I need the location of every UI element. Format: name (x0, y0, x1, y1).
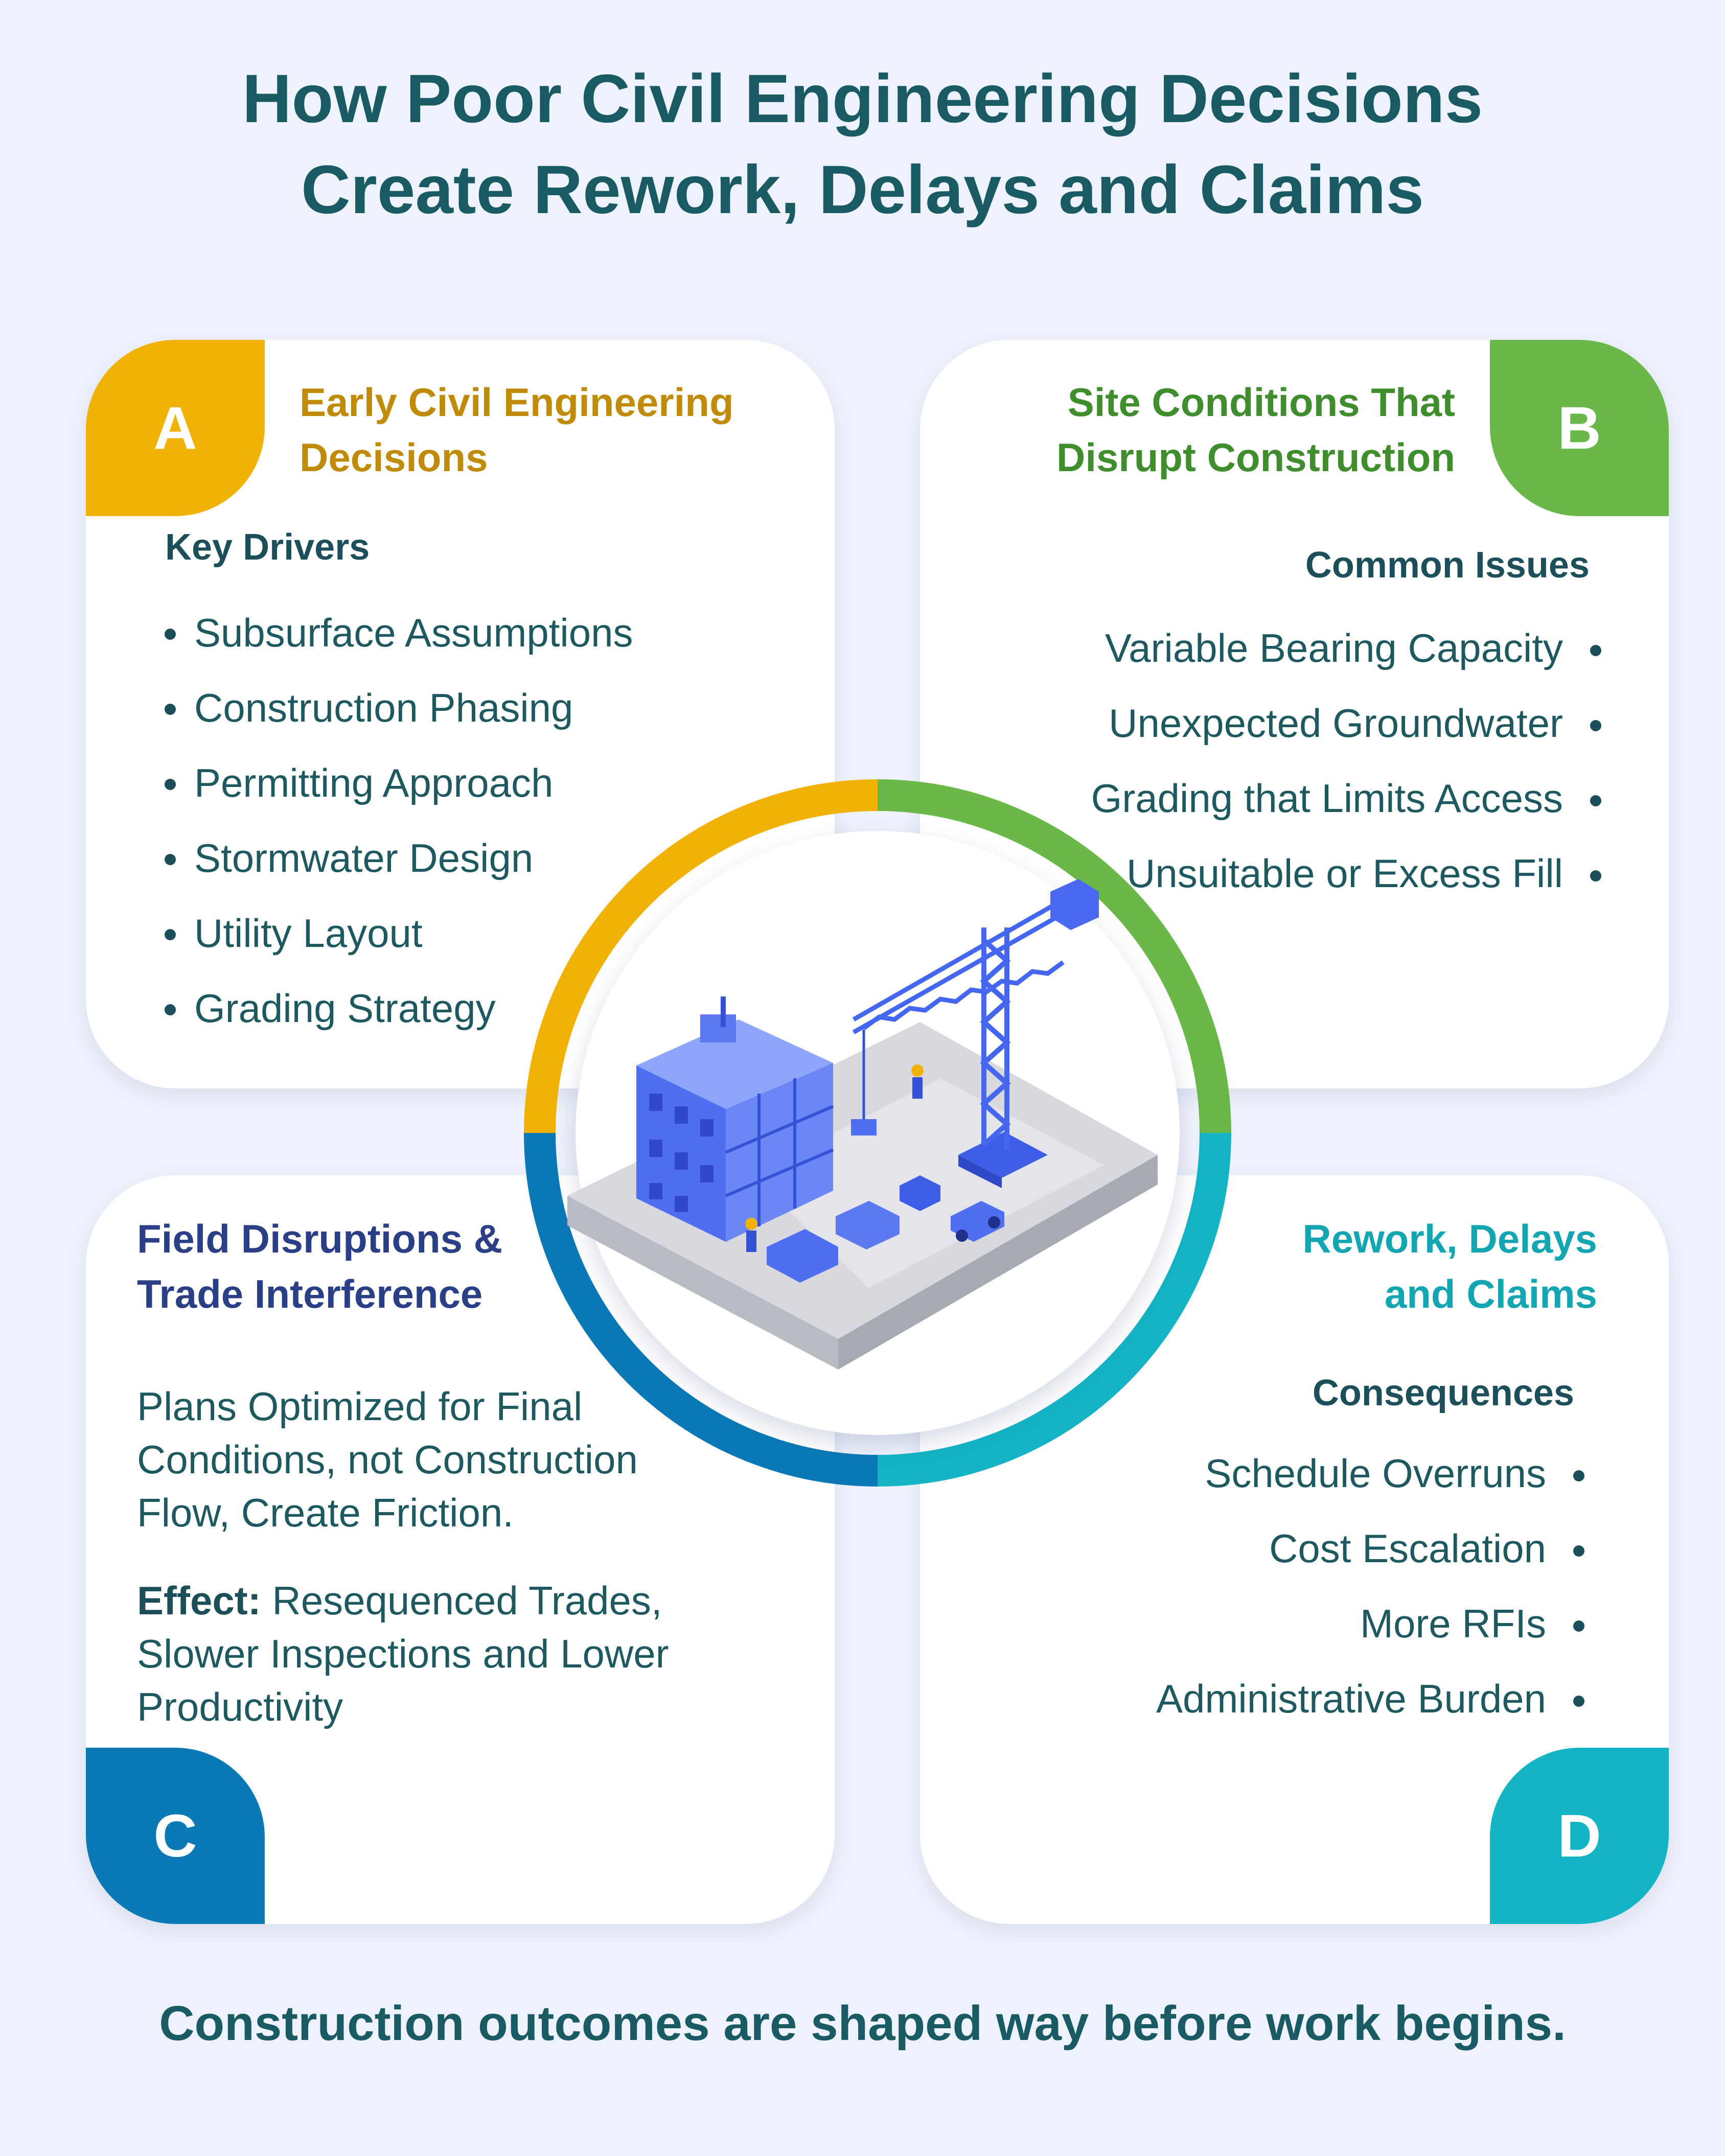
card-b-subtitle: Common Issues (1305, 545, 1590, 586)
ring-segment-b (877, 779, 1231, 1133)
list-item: Cost Escalation (1156, 1511, 1585, 1586)
list-item: More RFIs (1156, 1586, 1585, 1661)
list-item: Stormwater Design (164, 821, 633, 896)
card-d-title-line-1: Rework, Delays (1302, 1216, 1597, 1261)
list-item: Schedule Overruns (1156, 1436, 1585, 1511)
card-c-title-line-2: Trade Interference (137, 1271, 483, 1316)
card-a-title-line-2: Decisions (300, 435, 488, 480)
card-a-title: Early Civil Engineering Decisions (300, 375, 734, 485)
footer-tagline: Construction outcomes are shaped way bef… (159, 1996, 1566, 2051)
site-slab-right (838, 1155, 1158, 1370)
card-b: B Site Conditions That Disrupt Construct… (920, 340, 1669, 1088)
list-item: Unsuitable or Excess Fill (1091, 836, 1602, 911)
list-item: Variable Bearing Capacity (1091, 611, 1602, 686)
building-rooftop-box (700, 1014, 736, 1042)
list-item: Utility Layout (164, 896, 633, 971)
card-d-list: Schedule Overruns Cost Escalation More R… (1156, 1436, 1585, 1736)
worker-figure-2 (745, 1218, 757, 1252)
vehicle-wheel-rear (988, 1216, 1000, 1228)
vehicle-wheel-front (956, 1230, 968, 1242)
crane-base (958, 1132, 1048, 1178)
list-item: Construction Phasing (164, 670, 633, 746)
building-side (726, 1063, 833, 1242)
list-item: Unexpected Groundwater (1091, 686, 1602, 761)
card-c-effect-text: Resequenced Trades, Slower Inspections a… (137, 1578, 669, 1729)
card-c-letter-badge: C (86, 1748, 265, 1924)
site-slab-left (567, 1196, 838, 1370)
card-a-list: Subsurface Assumptions Construction Phas… (164, 595, 633, 1046)
material-stack-2 (836, 1201, 900, 1249)
ring-segment-c (524, 1132, 878, 1487)
crane-base-side (958, 1155, 1002, 1188)
card-c-title-line-1: Field Disruptions & (137, 1216, 503, 1261)
card-d-title-line-2: and Claims (1384, 1271, 1597, 1316)
card-a-title-line-1: Early Civil Engineering (300, 380, 734, 425)
card-a-letter-badge: A (86, 340, 265, 516)
card-a-subtitle: Key Drivers (165, 527, 370, 568)
card-d-title: Rework, Delays and Claims (1302, 1211, 1597, 1322)
ring-segment-a (524, 779, 878, 1133)
material-stack-1 (767, 1229, 838, 1283)
material-stack-3 (900, 1175, 940, 1211)
card-c-paragraph: Plans Optimized for Final Conditions, no… (137, 1384, 638, 1535)
card-d-subtitle: Consequences (1312, 1373, 1574, 1413)
card-c-title: Field Disruptions & Trade Interference (137, 1211, 502, 1322)
crane-load (851, 1119, 877, 1135)
title-line-1: How Poor Civil Engineering Decisions (242, 61, 1483, 137)
worker-figure-1 (911, 1064, 924, 1099)
building-rooftop-post (721, 996, 726, 1027)
card-d-letter-badge: D (1490, 1748, 1669, 1924)
crane-jib (852, 895, 1070, 1034)
card-b-title-line-1: Site Conditions That (1067, 380, 1455, 425)
card-b-list: Variable Bearing Capacity Unexpected Gro… (1091, 611, 1602, 911)
card-b-title: Site Conditions That Disrupt Constructio… (1056, 375, 1455, 485)
list-item: Grading that Limits Access (1091, 761, 1602, 836)
title-line-2: Create Rework, Delays and Claims (301, 152, 1424, 228)
ring-segment-d (877, 1132, 1231, 1487)
building-windows (649, 1094, 714, 1212)
card-b-title-line-2: Disrupt Construction (1056, 435, 1455, 480)
building-roof (636, 1019, 833, 1109)
crane-counterweight (1050, 879, 1099, 930)
card-c-effect: Effect: Resequenced Trades, Slower Inspe… (137, 1574, 699, 1733)
list-item: Administrative Burden (1156, 1661, 1585, 1736)
list-item: Subsurface Assumptions (164, 595, 633, 670)
list-item: Permitting Approach (164, 746, 633, 821)
card-c-effect-label: Effect: (137, 1578, 261, 1623)
page-title: How Poor Civil Engineering Decisions Cre… (0, 54, 1725, 236)
building-frame (725, 1078, 834, 1226)
card-b-letter-badge: B (1490, 340, 1669, 516)
crane-tower (980, 928, 1011, 1150)
list-item: Grading Strategy (164, 971, 633, 1046)
